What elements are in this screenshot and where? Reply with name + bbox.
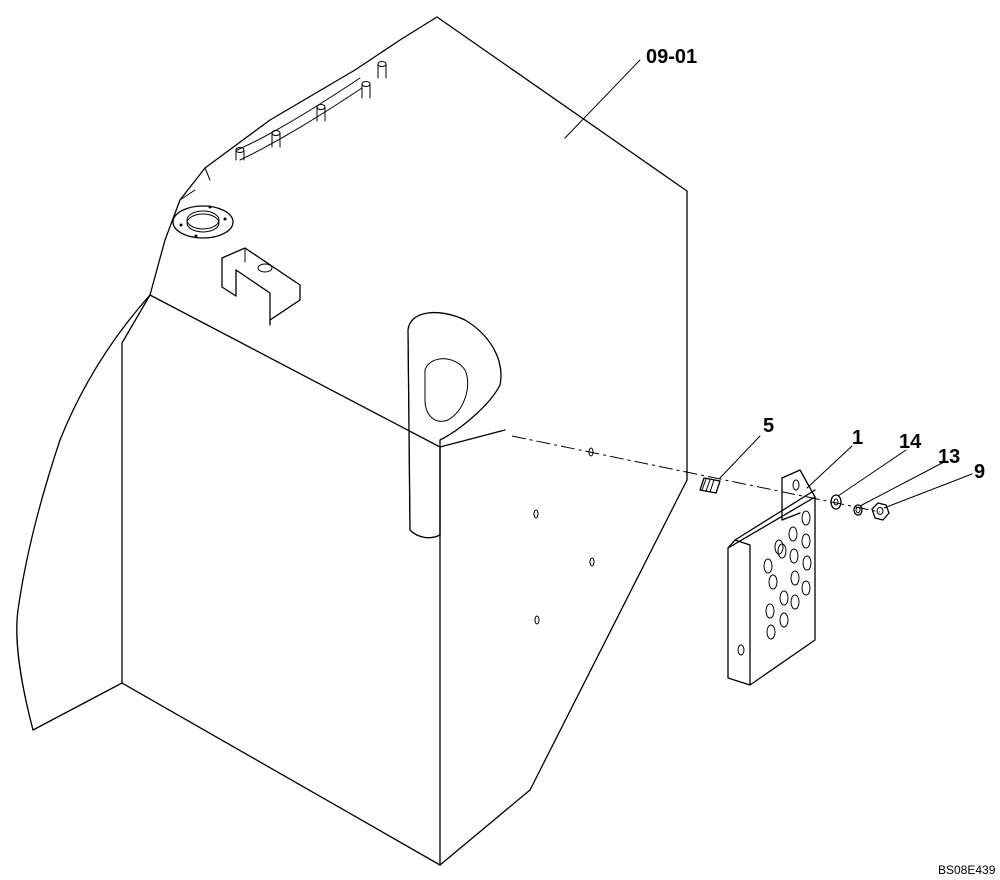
stud-pin [699, 477, 721, 494]
callout-nut: 9 [974, 461, 985, 483]
fitting-tubes [235, 61, 387, 161]
lift-eye [407, 311, 502, 539]
callout-washer: 14 [899, 431, 922, 453]
tube-stub [235, 147, 245, 161]
tube-stub [316, 104, 326, 122]
lock-washer [853, 504, 863, 516]
mounting-holes [533, 447, 595, 625]
leader-lines [564, 59, 973, 509]
tube-stub [361, 81, 371, 99]
callout-pin: 5 [763, 415, 774, 437]
tube-stub [271, 130, 281, 148]
flat-washer [830, 494, 842, 510]
drawing-code: BS08E439 [938, 863, 996, 877]
callout-step: 1 [852, 427, 863, 449]
tube-stub [377, 61, 387, 79]
mount-bracket [221, 247, 301, 326]
hex-nut [871, 502, 890, 521]
callout-lock-washer: 13 [938, 446, 960, 468]
assembly-centerline [511, 435, 881, 513]
step-holes [763, 510, 812, 640]
tank-body [16, 16, 688, 866]
filler-flange [172, 205, 234, 239]
callout-tank: 09-01 [646, 46, 697, 68]
step-plate [727, 469, 816, 686]
